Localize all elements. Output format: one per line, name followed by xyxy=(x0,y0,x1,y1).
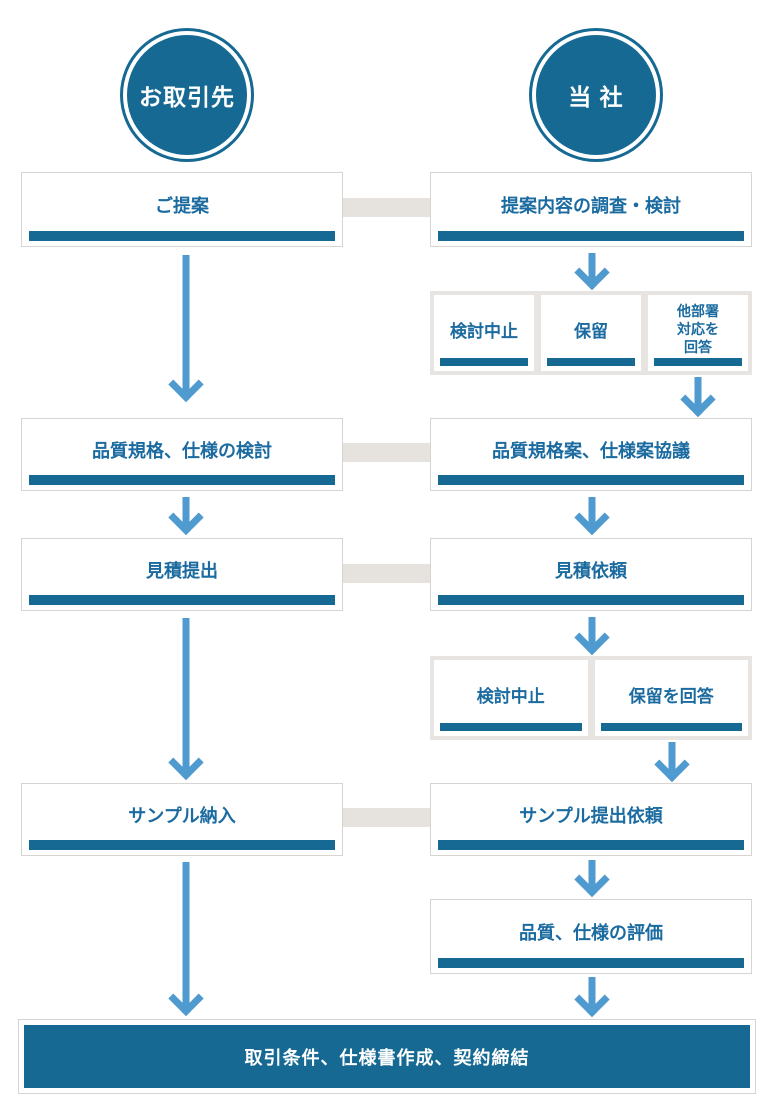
branch-label-stop-review: 検討中止 xyxy=(450,321,518,341)
step-box-proposal: ご提案 xyxy=(21,172,343,247)
step-label-quality-review: 品質規格、仕様の検討 xyxy=(92,440,272,461)
row-connector-sample xyxy=(343,808,430,827)
branch-label-other-dept-reply: 他部署 対応を 回答 xyxy=(677,302,719,356)
partner-lane-circle: お取引先 xyxy=(123,31,251,159)
branch-box-hold: 保留 xyxy=(541,295,641,371)
down-arrow-icon xyxy=(576,977,608,1015)
branch-panel-after-investigation: 検討中止 保留 他部署 対応を 回答 xyxy=(430,291,752,375)
step-label-investigation: 提案内容の調査・検討 xyxy=(501,195,681,216)
step-box-quote-submit: 見積提出 xyxy=(21,538,343,611)
down-arrow-icon xyxy=(576,497,608,533)
step-label-evaluation: 品質、仕様の評価 xyxy=(519,922,663,943)
step-box-sample-delivery: サンプル納入 xyxy=(21,783,343,856)
step-label-sample-delivery: サンプル納入 xyxy=(128,805,236,826)
step-box-quote-request: 見積依頼 xyxy=(430,538,752,611)
step-box-evaluation: 品質、仕様の評価 xyxy=(430,899,752,974)
branch-box-stop-review: 検討中止 xyxy=(434,295,534,371)
row-connector-proposal xyxy=(343,198,430,217)
down-arrow-icon xyxy=(576,253,608,288)
final-step-fill: 取引条件、仕様書作成、契約締結 xyxy=(24,1025,750,1088)
company-lane-circle: 当 社 xyxy=(532,31,660,159)
down-arrow-icon xyxy=(576,860,608,895)
step-box-sample-request: サンプル提出依頼 xyxy=(430,783,752,856)
step-label-quality-discussion: 品質規格案、仕様案協議 xyxy=(492,440,690,461)
step-label-proposal: ご提案 xyxy=(155,195,209,216)
final-step-label: 取引条件、仕様書作成、契約締結 xyxy=(244,1047,530,1068)
branch-box-stop-review-2: 検討中止 xyxy=(434,660,588,736)
step-label-quote-request: 見積依頼 xyxy=(555,560,627,581)
branch-label-stop-review-2: 検討中止 xyxy=(476,686,545,706)
down-arrow-icon xyxy=(170,255,202,400)
company-lane-label: 当 社 xyxy=(568,84,624,110)
step-box-quality-discussion: 品質規格案、仕様案協議 xyxy=(430,418,752,491)
row-connector-quote xyxy=(343,564,430,583)
down-arrow-icon xyxy=(656,742,688,780)
step-label-sample-request: サンプル提出依頼 xyxy=(519,805,663,826)
down-arrow-icon xyxy=(170,497,202,533)
step-box-quality-review: 品質規格、仕様の検討 xyxy=(21,418,343,491)
partner-lane-label: お取引先 xyxy=(139,84,235,110)
down-arrow-icon xyxy=(682,377,714,415)
step-box-investigation: 提案内容の調査・検討 xyxy=(430,172,752,247)
branch-panel-after-quote: 検討中止 保留を回答 xyxy=(430,656,752,740)
branch-box-other-dept-reply: 他部署 対応を 回答 xyxy=(648,295,748,371)
branch-box-hold-reply: 保留を回答 xyxy=(594,660,748,736)
down-arrow-icon xyxy=(576,617,608,653)
down-arrow-icon xyxy=(170,618,202,778)
down-arrow-icon xyxy=(170,862,202,1014)
branch-label-hold-reply: 保留を回答 xyxy=(628,686,714,706)
final-step-banner: 取引条件、仕様書作成、契約締結 xyxy=(18,1019,756,1094)
branch-label-hold: 保留 xyxy=(574,321,608,341)
row-connector-quality xyxy=(343,443,430,462)
step-label-quote-submit: 見積提出 xyxy=(146,560,218,581)
